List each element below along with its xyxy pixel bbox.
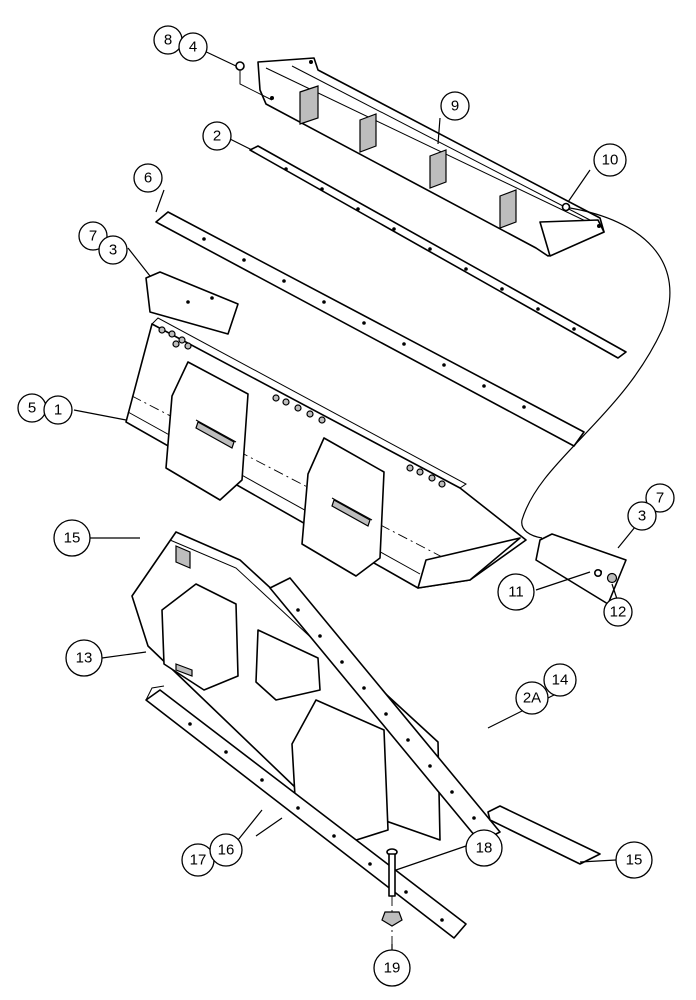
part-19-nut bbox=[381, 911, 403, 927]
svg-text:13: 13 bbox=[76, 650, 93, 667]
svg-text:7: 7 bbox=[89, 228, 97, 245]
part-13-bracket bbox=[131, 531, 441, 843]
part-6-cutting-edge bbox=[155, 211, 585, 447]
part-15-edge-right bbox=[487, 805, 601, 865]
callout-14: 14 bbox=[543, 663, 577, 697]
svg-text:10: 10 bbox=[602, 152, 619, 169]
part-14-wear-strip bbox=[269, 577, 501, 843]
callout-13: 13 bbox=[65, 639, 103, 677]
callout-5: 5 bbox=[17, 393, 47, 423]
svg-text:4: 4 bbox=[189, 39, 197, 56]
callout-12: 12 bbox=[603, 597, 633, 627]
part-18-bolt bbox=[386, 848, 398, 948]
svg-text:16: 16 bbox=[218, 842, 235, 859]
svg-text:1: 1 bbox=[54, 402, 62, 419]
part-11-washer bbox=[593, 568, 602, 577]
callout-7-left: 7 bbox=[78, 221, 108, 251]
part-9-mounting-frame bbox=[257, 57, 605, 257]
svg-text:6: 6 bbox=[144, 170, 152, 187]
callout-1: 1 bbox=[43, 395, 73, 425]
callout-7-right: 7 bbox=[645, 483, 675, 513]
svg-text:11: 11 bbox=[508, 584, 524, 601]
callout-4: 4 bbox=[178, 32, 208, 62]
svg-text:9: 9 bbox=[451, 98, 459, 115]
callout-16-inner: 16 bbox=[209, 833, 243, 867]
svg-text:5: 5 bbox=[28, 400, 36, 417]
part-1-blade-assembly bbox=[125, 317, 527, 589]
svg-text:7: 7 bbox=[656, 490, 664, 507]
svg-text:17: 17 bbox=[190, 852, 207, 869]
svg-text:8: 8 bbox=[164, 32, 172, 49]
callout-8: 8 bbox=[153, 25, 183, 55]
part-16-cutting-edge bbox=[145, 685, 467, 939]
callout-10: 10 bbox=[593, 143, 627, 177]
part-10-nut bbox=[561, 202, 571, 212]
part-12-nut bbox=[606, 572, 618, 584]
callout-18: 18 bbox=[465, 829, 503, 867]
svg-text:19: 19 bbox=[384, 960, 401, 977]
callout-19: 19 bbox=[373, 949, 411, 987]
svg-text:2A: 2A bbox=[523, 690, 541, 707]
callout-11: 11 bbox=[497, 573, 535, 611]
svg-text:2: 2 bbox=[213, 128, 221, 145]
callout-3-left: 3 bbox=[98, 235, 128, 265]
svg-text:15: 15 bbox=[626, 852, 643, 869]
callout-6: 6 bbox=[133, 163, 163, 193]
callout-17: 17 bbox=[181, 843, 215, 877]
part-4-bolt bbox=[235, 61, 273, 101]
callout-15-bottom: 15 bbox=[615, 841, 653, 879]
svg-text:14: 14 bbox=[552, 672, 569, 689]
callout-3-right: 3 bbox=[627, 501, 657, 531]
svg-text:12: 12 bbox=[610, 604, 627, 621]
link-line bbox=[521, 207, 671, 539]
callout-15-top: 15 bbox=[53, 519, 91, 557]
svg-text:18: 18 bbox=[476, 840, 493, 857]
svg-text:3: 3 bbox=[638, 508, 646, 525]
callout-2: 2 bbox=[202, 121, 232, 151]
svg-text:15: 15 bbox=[64, 530, 81, 547]
part-3-end-plate-left bbox=[145, 271, 239, 335]
callout-2a: 2A bbox=[515, 681, 549, 715]
part-2-cutting-edge bbox=[249, 145, 627, 359]
svg-text:3: 3 bbox=[109, 242, 117, 259]
callout-9: 9 bbox=[440, 91, 470, 121]
part-3-end-plate-right bbox=[535, 533, 627, 605]
